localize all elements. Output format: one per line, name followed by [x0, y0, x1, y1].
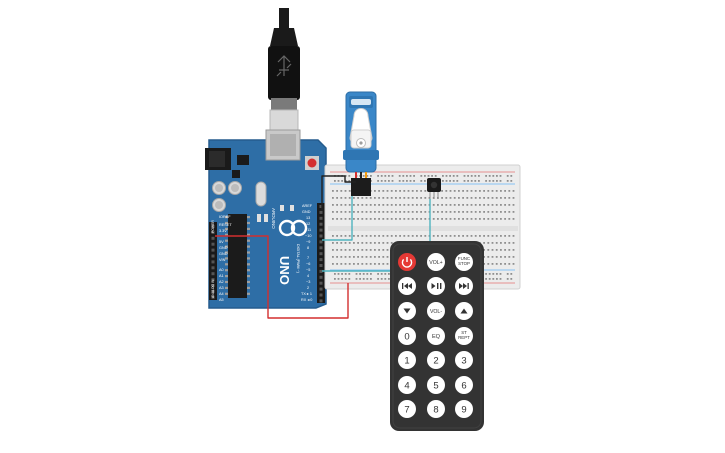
- remote-one-label: 1: [404, 356, 409, 367]
- pin-label-a3: A3: [219, 286, 224, 290]
- pin-label-a0: A0: [219, 268, 224, 272]
- pin-label-gnd2: GND: [219, 252, 228, 256]
- remote-five-button[interactable]: 5: [427, 376, 445, 394]
- pin-label-gnd: GND: [302, 210, 311, 214]
- analog-header-title: ANALOG IN: [211, 279, 215, 298]
- uno-logo: UNO: [277, 256, 292, 285]
- pin-label-a5: A5: [219, 298, 224, 302]
- wire-teal-servo-signal[interactable]: [322, 196, 353, 241]
- pin-label-3: ~3: [306, 280, 310, 284]
- pin-label-gnd1: GND: [219, 246, 228, 250]
- pin-label-11: ~11: [305, 228, 311, 232]
- digital-header-title: DIGITAL (PWM ~): [296, 244, 300, 273]
- rewind-icon: [402, 283, 412, 289]
- remote-seven-button[interactable]: 7: [398, 400, 416, 418]
- pin-label-3v3: 3.3V: [219, 229, 227, 233]
- remote-nine-label: 9: [461, 405, 466, 416]
- wire-black-gnd[interactable]: [321, 175, 356, 211]
- pin-label-10: ~10: [305, 234, 311, 238]
- power-header-title: POWER: [211, 220, 215, 233]
- pin-label-tx: TX ▸ 1: [301, 292, 312, 296]
- remote-five-label: 5: [433, 381, 438, 392]
- pin-label-reset: RESET: [219, 223, 232, 227]
- remote-down-button[interactable]: [398, 302, 416, 320]
- remote-zero-label: 0: [404, 332, 409, 343]
- remote-four-label: 4: [404, 381, 409, 392]
- pin-label-5v: 5V: [219, 240, 224, 244]
- pin-label-12: 12: [306, 222, 310, 226]
- power-analog-header[interactable]: [209, 222, 217, 300]
- pin-label-aref: AREF: [302, 204, 313, 208]
- remote-vol-down-label: VOL-: [430, 309, 442, 315]
- pin-label-6: ~6: [306, 262, 310, 266]
- pin-label-ioref: IOREF: [219, 215, 231, 219]
- remote-six-button[interactable]: 6: [455, 376, 473, 394]
- remote-power-button[interactable]: [398, 253, 416, 271]
- remote-two-button[interactable]: 2: [427, 351, 445, 369]
- remote-two-label: 2: [433, 356, 438, 367]
- power-icon: [401, 257, 413, 268]
- usb-cable[interactable]: [268, 8, 300, 133]
- pin-label-a4: A4: [219, 292, 224, 296]
- pin-label-4: 4: [307, 274, 309, 278]
- remote-nine-button[interactable]: 9: [455, 400, 473, 418]
- pin-label-vin: VIN: [219, 258, 226, 262]
- pin-label-a2: A2: [219, 280, 224, 284]
- remote-vol-down-button[interactable]: VOL-: [427, 302, 445, 320]
- pin-label-7: 7: [307, 256, 309, 260]
- remote-eq-button[interactable]: EQ: [427, 327, 445, 345]
- fast-forward-icon: [459, 283, 469, 289]
- pin-label-13: 13: [306, 216, 310, 220]
- digital-header[interactable]: [317, 203, 325, 303]
- remote-play-pause-button[interactable]: [427, 277, 445, 295]
- servo-motor[interactable]: [343, 91, 379, 196]
- remote-eight-label: 8: [433, 405, 438, 416]
- pin-label-9: ~9: [306, 240, 310, 244]
- remote-fast-forward-button[interactable]: [455, 277, 473, 295]
- pin-label-2: 2: [307, 286, 309, 290]
- remote-up-button[interactable]: [455, 302, 473, 320]
- pin-label-a1: A1: [219, 274, 224, 278]
- remote-four-button[interactable]: 4: [398, 376, 416, 394]
- arrow-down-icon: [403, 308, 411, 314]
- remote-eq-label: EQ: [432, 334, 441, 340]
- remote-seven-label: 7: [404, 405, 409, 416]
- pin-label-5: ~5: [306, 268, 310, 272]
- arduino-uno-board[interactable]: ARDUINO UNO AREF GND 13 12 ~11 ~10 ~9 8 …: [205, 129, 327, 309]
- remote-one-button[interactable]: 1: [398, 351, 416, 369]
- arduino-logo: [278, 219, 308, 237]
- arrow-up-icon: [460, 308, 468, 314]
- remote-vol-up-label: VOL+: [429, 260, 442, 266]
- play-pause-icon: [431, 283, 442, 289]
- remote-three-button[interactable]: 3: [455, 351, 473, 369]
- pin-label-8: 8: [307, 246, 309, 250]
- wire-red-5v[interactable]: [215, 235, 349, 319]
- remote-eight-button[interactable]: 8: [427, 400, 445, 418]
- atmega-chip: [225, 214, 250, 298]
- pin-label-rx: RX ◂ 0: [301, 298, 312, 302]
- remote-three-label: 3: [461, 356, 466, 367]
- remote-vol-up-button[interactable]: VOL+: [427, 253, 445, 271]
- remote-rewind-button[interactable]: [398, 277, 416, 295]
- ir-receiver[interactable]: [427, 178, 441, 199]
- remote-zero-button[interactable]: 0: [398, 327, 416, 345]
- arduino-brand: ARDUINO: [271, 208, 276, 229]
- remote-six-label: 6: [461, 381, 466, 392]
